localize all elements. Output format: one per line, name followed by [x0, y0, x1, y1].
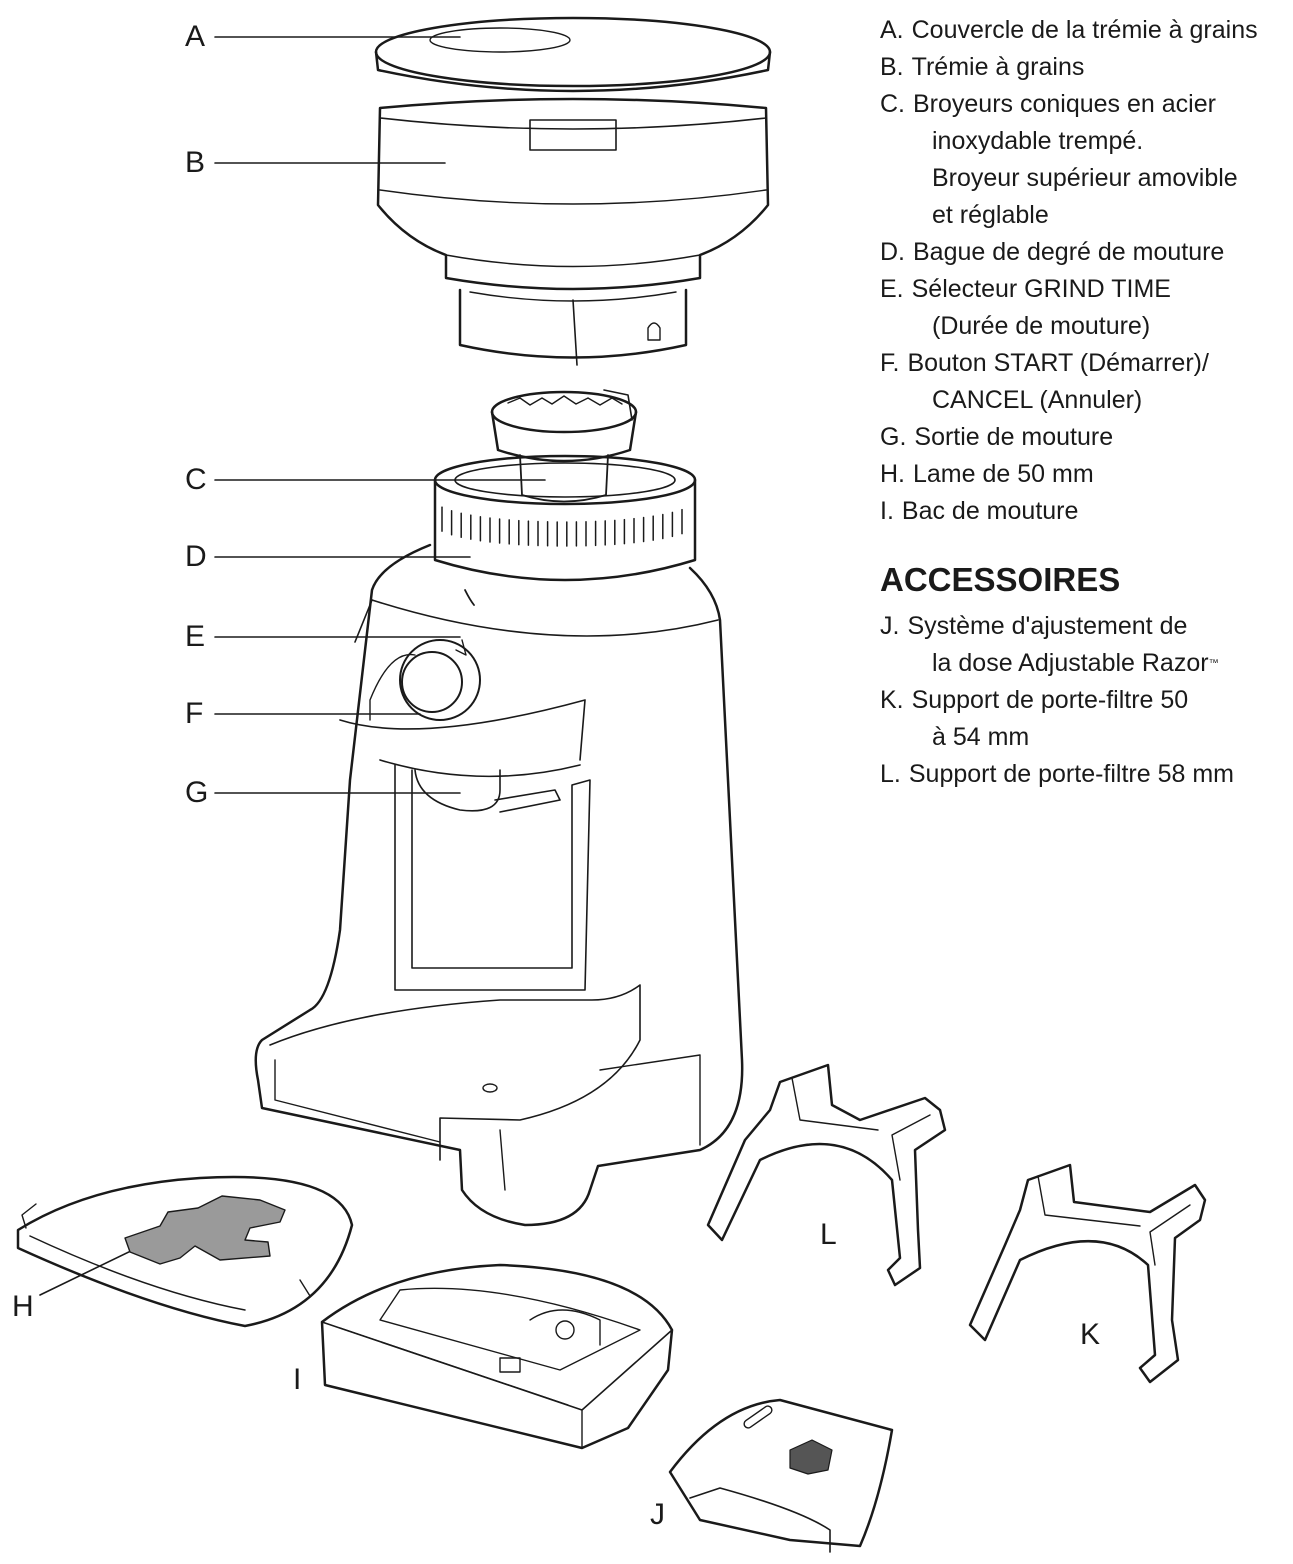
- legend-letter: F.: [880, 349, 900, 377]
- leader-lines: [39, 36, 546, 1296]
- legend-item: G.Sortie de mouture: [880, 419, 1290, 456]
- legend-line: J.Système d'ajustement de: [880, 608, 1290, 645]
- callout-h: H: [12, 1290, 34, 1323]
- legend-line: A.Couvercle de la trémie à grains: [880, 12, 1290, 49]
- legend-text: Lame de 50 mm: [913, 460, 1094, 488]
- portafilter-cradle-50-54: [968, 1163, 1207, 1384]
- legend-item: C. Broyeurs coniques en acier inoxydable t…: [880, 86, 1290, 234]
- razor-knob: [789, 1439, 833, 1475]
- legend-item: L.Support de porte-filtre 58 mm: [880, 756, 1290, 793]
- legend-line: L.Support de porte-filtre 58 mm: [880, 756, 1290, 793]
- grounds-tray: [320, 1263, 674, 1450]
- legend-text: Trémie à grains: [911, 53, 1085, 81]
- legend-text: Système d'ajustement de: [907, 612, 1188, 640]
- trademark-mark: ™: [1208, 658, 1219, 669]
- grinder-body: [254, 543, 744, 1227]
- legend-letter: I.: [880, 497, 894, 525]
- legend-line: E.Sélecteur GRIND TIME: [880, 271, 1290, 308]
- legend-line-cont: et réglable: [880, 197, 1290, 234]
- legend-line-cont: la dose Adjustable Razor™: [880, 645, 1290, 682]
- legend-letter: E.: [880, 275, 904, 303]
- legend-line: F.Bouton START (Démarrer)/: [880, 345, 1290, 382]
- legend-line: C. Broyeurs coniques en acier: [880, 86, 1290, 123]
- callout-a: A: [185, 20, 206, 53]
- hopper-lid: [374, 16, 772, 93]
- legend-item: H. Lame de 50 mm: [880, 456, 1290, 493]
- conical-burr: [490, 389, 638, 503]
- callout-b: B: [185, 146, 206, 179]
- start-cancel-button: [401, 651, 463, 713]
- callout-j: J: [650, 1498, 665, 1531]
- grind-ring: [433, 454, 697, 606]
- legend-line: G.Sortie de mouture: [880, 419, 1290, 456]
- legend-item: K.Support de porte-filtre 50 à 54 mm: [880, 682, 1290, 756]
- callout-f: F: [185, 697, 204, 730]
- legend-text: Bouton START (Démarrer)/: [907, 349, 1209, 377]
- legend-text: la dose Adjustable Razor: [932, 649, 1209, 677]
- grind-time-dial: [399, 639, 481, 721]
- legend-line-cont: CANCEL (Annuler): [880, 382, 1290, 419]
- legend-letter: K.: [880, 686, 904, 714]
- razor-blade-tray: [16, 1175, 354, 1328]
- legend-letter: B.: [880, 53, 904, 81]
- legend-line: H. Lame de 50 mm: [880, 456, 1290, 493]
- legend-letter: G.: [880, 423, 907, 451]
- legend-item: D. Bague de degré de mouture: [880, 234, 1290, 271]
- legend-text: Bague de degré de mouture: [913, 238, 1225, 266]
- legend-text: Broyeur supérieur amovible: [932, 164, 1238, 192]
- callout-l: L: [820, 1218, 837, 1251]
- callout-d: D: [185, 540, 207, 573]
- legend-line-cont: à 54 mm: [880, 719, 1290, 756]
- legend-line: D. Bague de degré de mouture: [880, 234, 1290, 271]
- callout-i: I: [293, 1363, 302, 1396]
- legend-text: à 54 mm: [932, 723, 1030, 751]
- legend-text: Couvercle de la trémie à grains: [911, 16, 1258, 44]
- legend-item: F.Bouton START (Démarrer)/ CANCEL (Annule…: [880, 345, 1290, 419]
- bean-hopper: [376, 97, 770, 366]
- legend-line: K.Support de porte-filtre 50: [880, 682, 1290, 719]
- legend-text: Sortie de mouture: [914, 423, 1114, 451]
- legend-item: I.Bac de mouture: [880, 493, 1290, 530]
- callout-e: E: [185, 620, 206, 653]
- legend-text: Support de porte-filtre 58 mm: [908, 760, 1235, 788]
- legend-line-cont: Broyeur supérieur amovible: [880, 160, 1290, 197]
- legend-letter: C.: [880, 90, 905, 118]
- callout-c: C: [185, 463, 207, 496]
- legend-letter: A.: [880, 16, 904, 44]
- legend-line-cont: (Durée de mouture): [880, 308, 1290, 345]
- legend-text: Sélecteur GRIND TIME: [911, 275, 1171, 303]
- legend-letter: J.: [880, 612, 900, 640]
- portafilter-cradle-58: [706, 1063, 947, 1287]
- legend-item: B.Trémie à grains: [880, 49, 1290, 86]
- legend-item: E.Sélecteur GRIND TIME (Durée de mouture): [880, 271, 1290, 345]
- legend-text: Support de porte-filtre 50: [911, 686, 1189, 714]
- legend-letter: D.: [880, 238, 905, 266]
- legend-text: Bac de mouture: [901, 497, 1079, 525]
- legend-text: (Durée de mouture): [932, 312, 1151, 340]
- legend-text: Broyeurs coniques en acier: [913, 90, 1216, 118]
- razor-dose-tool: [668, 1398, 894, 1553]
- legend-line-cont: inoxydable trempé.: [880, 123, 1290, 160]
- callout-g: G: [185, 776, 209, 809]
- legend-item: A.Couvercle de la trémie à grains: [880, 12, 1290, 49]
- callout-k: K: [1080, 1318, 1101, 1351]
- accessories-heading: ACCESSOIRES: [880, 561, 1121, 598]
- legend-line: B.Trémie à grains: [880, 49, 1290, 86]
- legend-letter: L.: [880, 760, 901, 788]
- blade: [124, 1195, 286, 1265]
- legend-line: I.Bac de mouture: [880, 493, 1290, 530]
- legend-letter: H.: [880, 460, 905, 488]
- legend-text: CANCEL (Annuler): [932, 386, 1143, 414]
- legend-text: et réglable: [932, 201, 1049, 229]
- legend-text: inoxydable trempé.: [932, 127, 1144, 155]
